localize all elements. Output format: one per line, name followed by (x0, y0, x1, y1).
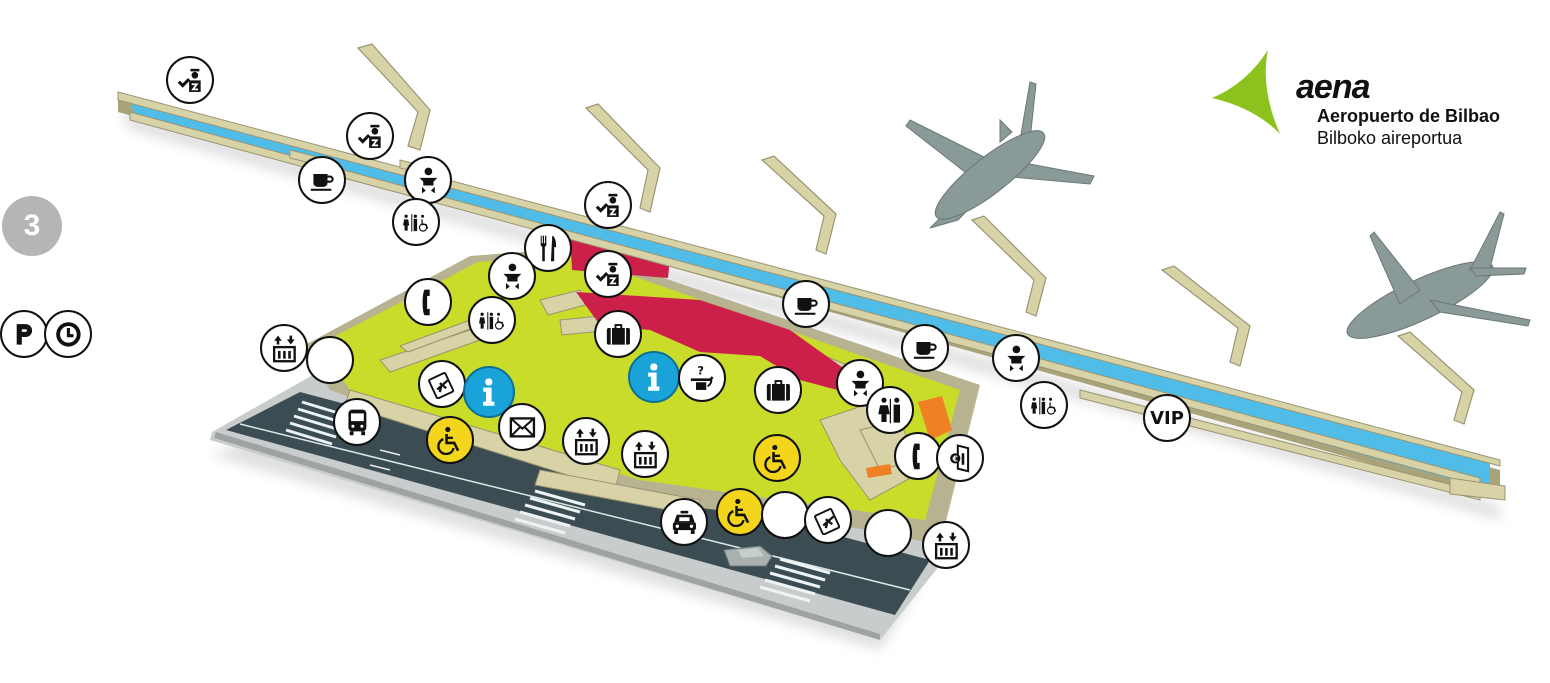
empty-marker-icon (763, 493, 807, 537)
baby-change-icon (490, 254, 534, 298)
marker-access-3[interactable] (716, 488, 764, 536)
marker-phone-1[interactable] (404, 278, 452, 326)
aircraft-icon (905, 81, 1095, 229)
aena-triangle-logo-icon (1212, 50, 1280, 134)
marker-cafe-1[interactable] (298, 156, 346, 204)
mail-icon (500, 405, 544, 449)
police-control-icon (168, 58, 212, 102)
bus-icon (335, 400, 379, 444)
marker-lift-4[interactable] (922, 521, 970, 569)
toilets-icon (868, 388, 912, 432)
coffee-icon (300, 158, 344, 202)
marker-phone-2[interactable] (894, 432, 942, 480)
empty-marker-icon (308, 338, 352, 382)
police-control-icon (348, 114, 392, 158)
marker-toilets-4[interactable] (866, 386, 914, 434)
luggage-icon (756, 368, 800, 412)
marker-police-4[interactable] (584, 250, 632, 298)
svg-text:?: ? (697, 363, 704, 377)
marker-bus[interactable] (333, 398, 381, 446)
elevator-icon (262, 326, 306, 370)
aena-logo: aena Aeropuerto de Bilbao Bilboko airepo… (1210, 48, 1500, 148)
toilets-accessible-icon (470, 298, 514, 342)
service-zone (918, 396, 952, 440)
baby-change-icon (838, 361, 882, 405)
marker-blank-2[interactable] (761, 491, 809, 539)
marker-police-2[interactable] (346, 112, 394, 160)
elevator-icon (623, 432, 667, 476)
taxi-icon (662, 500, 706, 544)
marker-checkin-1[interactable] (418, 360, 466, 408)
empty-marker-icon (866, 511, 910, 555)
jet-bridges (356, 43, 1475, 425)
toilets-accessible-icon (394, 200, 438, 244)
wheelchair-icon (428, 418, 472, 462)
restricted-zone (576, 292, 860, 392)
marker-lift-2[interactable] (562, 417, 610, 465)
telephone-icon (406, 280, 450, 324)
vip-label: VIP (1150, 407, 1184, 429)
lost-property-icon: ? (680, 356, 724, 400)
level-badge[interactable]: 3 (2, 196, 62, 256)
telephone-icon (896, 434, 940, 478)
marker-baby-3[interactable] (992, 334, 1040, 382)
police-control-icon (586, 252, 630, 296)
coffee-icon (784, 282, 828, 326)
marker-taxi[interactable] (660, 498, 708, 546)
marker-info-2[interactable] (628, 351, 680, 403)
check-in-icon (420, 362, 464, 406)
marker-checkin-2[interactable] (804, 496, 852, 544)
marker-luggage-2[interactable] (754, 366, 802, 414)
marker-access-1[interactable] (426, 416, 474, 464)
car-icon (723, 545, 773, 567)
road-area (210, 372, 960, 640)
marker-exchange[interactable]: € (936, 434, 984, 482)
wheelchair-icon (718, 490, 762, 534)
baby-change-icon (994, 336, 1038, 380)
luggage-icon (596, 312, 640, 356)
check-in-icon (806, 498, 850, 542)
elevator-icon (924, 523, 968, 567)
marker-toilets-2[interactable] (468, 296, 516, 344)
logo-airport-name-es: Aeropuerto de Bilbao (1317, 106, 1501, 126)
information-icon (630, 353, 678, 401)
logo-brand: aena (1296, 68, 1370, 106)
baby-change-icon (406, 158, 450, 202)
svg-text:€: € (951, 454, 957, 463)
clock-icon[interactable] (44, 310, 92, 358)
wheelchair-icon (755, 436, 799, 480)
aircraft-icon (1346, 211, 1531, 339)
elevator-icon (564, 419, 608, 463)
parking-icon[interactable] (0, 310, 48, 358)
restaurant-icon (526, 226, 570, 270)
marker-info-1[interactable] (463, 366, 515, 418)
marker-vip[interactable]: VIP (1143, 394, 1191, 442)
information-icon (465, 368, 513, 416)
marker-mail[interactable] (498, 403, 546, 451)
marker-access-2[interactable] (753, 434, 801, 482)
marker-toilets-1[interactable] (392, 198, 440, 246)
police-control-icon (586, 183, 630, 227)
marker-lift-3[interactable] (621, 430, 669, 478)
marker-cafe-2[interactable] (782, 280, 830, 328)
marker-cafe-3[interactable] (901, 324, 949, 372)
marker-lift-1[interactable] (260, 324, 308, 372)
marker-lost-found[interactable]: ? (678, 354, 726, 402)
marker-baby-1[interactable] (404, 156, 452, 204)
marker-police-1[interactable] (166, 56, 214, 104)
currency-exchange-icon: € (938, 436, 982, 480)
marker-police-3[interactable] (584, 181, 632, 229)
marker-toilets-3[interactable] (1020, 381, 1068, 429)
logo-airport-name-eu: Bilboko aireportua (1317, 128, 1463, 148)
marker-baby-2[interactable] (488, 252, 536, 300)
marker-blank-1[interactable] (306, 336, 354, 384)
marker-blank-3[interactable] (864, 509, 912, 557)
toilets-accessible-icon (1022, 383, 1066, 427)
coffee-icon (903, 326, 947, 370)
marker-luggage-1[interactable] (594, 310, 642, 358)
